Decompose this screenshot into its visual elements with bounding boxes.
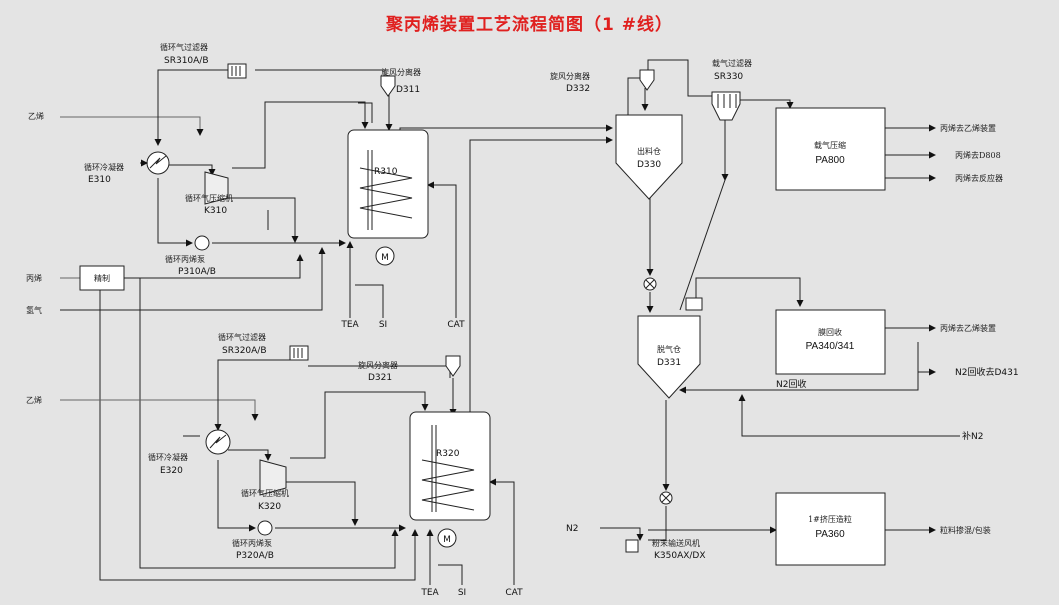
line1-compressor-cn: 循环气压缩机 [185, 193, 233, 203]
sr330-tag: SR330 [714, 72, 743, 82]
diagram-title: 聚丙烯装置工艺流程简图（1 #线） [386, 15, 673, 35]
line1-equipment: M [79, 63, 429, 291]
line2-compressor [259, 459, 287, 496]
line2-cyclone-tag: D321 [368, 373, 392, 383]
line1-cyclone-tag: D311 [396, 85, 420, 95]
right-equipment [615, 69, 886, 566]
line2-si-label: SI [458, 588, 466, 598]
line1-refine-box [79, 265, 125, 291]
line1-tea-label: TEA [340, 320, 359, 330]
svg-text:M: M [381, 253, 389, 263]
k350-tag: K350AX/DX [654, 551, 706, 561]
line2-filter [289, 345, 309, 361]
line1-cyclone [380, 75, 396, 97]
d330-silo [615, 114, 683, 200]
n2-to-d431-label: N2回收去D431 [955, 366, 1019, 378]
right-piping [600, 59, 960, 541]
pa360-cn: 1#挤压造粒 [808, 514, 852, 524]
line2-stirrer-motor [437, 528, 457, 548]
line1-labels: 循环气过滤器 SR310A/B 旋风分离器 D311 循环冷凝器 E310 循环… [26, 42, 465, 330]
line1-filter [227, 63, 247, 79]
line2-compressor-tag: K320 [258, 502, 281, 512]
d332-cn: 旋风分离器 [550, 71, 590, 81]
svg-text:M: M [443, 535, 451, 545]
line1-ethylene-label: 乙烯 [28, 111, 44, 121]
sr330-filter [711, 91, 741, 121]
line2-pump [257, 520, 273, 536]
line2-cooler-cn: 循环冷凝器 [148, 452, 188, 462]
pa340-out: 丙烯去乙烯装置 [940, 323, 996, 333]
pa360-box [775, 492, 886, 566]
line2-filter-tag: SR320A/B [222, 346, 267, 356]
line1-refine-label: 精制 [94, 273, 110, 283]
line1-hydrogen-label: 氢气 [26, 305, 42, 315]
final-out-label: 粒料掺混/包装 [940, 525, 991, 535]
pa340-cn: 膜回收 [818, 327, 842, 337]
line1-filter-tag: SR310A/B [164, 56, 209, 66]
line1-compressor-tag: K310 [204, 206, 227, 216]
line2-equipment: M [205, 345, 491, 548]
d330-tag: D330 [637, 160, 661, 170]
line2-ethylene-label: 乙烯 [26, 395, 42, 405]
line2-reactor-tag: R320 [436, 449, 460, 459]
k350-cn: 粉末输送风机 [652, 538, 700, 548]
pa360-tag: PA360 [815, 529, 845, 540]
pa340-box [775, 309, 886, 375]
line1-pump-tag: P310A/B [178, 267, 216, 277]
right-labels: 旋风分离器 D332 载气过滤器 SR330 出料仓 D330 脱气仓 D331… [550, 58, 1019, 561]
d331-silo [637, 315, 701, 399]
line1-pump-cn: 循环丙烯泵 [165, 254, 205, 264]
line2-reactor [409, 411, 491, 521]
d332-tag: D332 [566, 84, 590, 94]
line1-reactor-tag: R310 [374, 167, 398, 177]
line1-cat-label: CAT [447, 320, 465, 330]
line2-cooler-tag: E320 [160, 466, 183, 476]
line1-pump [194, 235, 210, 251]
pa800-tag: PA800 [815, 155, 845, 166]
d332-cyclone [639, 69, 655, 91]
sr330-cn: 载气过滤器 [712, 58, 752, 68]
line2-pump-tag: P320A/B [236, 551, 274, 561]
n2-inlet-label: N2 [566, 524, 578, 534]
line2-compressor-cn: 循环气压缩机 [241, 488, 289, 498]
line2-labels: 循环气过滤器 SR320A/B 旋风分离器 D321 循环冷凝器 E320 循环… [26, 332, 523, 598]
n2-return-label: N2回收 [776, 378, 806, 390]
d330-cn: 出料仓 [637, 146, 661, 156]
line2-piping [60, 136, 613, 585]
line2-cat-label: CAT [505, 588, 523, 598]
line1-cyclone-cn: 旋风分离器 [381, 67, 421, 77]
line1-filter-cn: 循环气过滤器 [160, 42, 208, 52]
line2-tea-label: TEA [420, 588, 439, 598]
pa800-box [775, 107, 886, 191]
line2-cyclone [445, 355, 461, 377]
k350-blower [625, 539, 639, 553]
d331-cn: 脱气仓 [657, 344, 681, 354]
pa800-cn: 载气压缩 [814, 140, 846, 150]
line1-reactor [347, 129, 429, 239]
pa800-out2: 丙烯去D808 [955, 150, 1001, 160]
line1-cooler-tag: E310 [88, 175, 111, 185]
d331-tag: D331 [657, 358, 681, 368]
pa340-tag: PA340/341 [806, 341, 855, 352]
line1-stirrer-motor [375, 246, 395, 266]
line2-pump-cn: 循环丙烯泵 [232, 538, 272, 548]
n2-makeup-label: 补N2 [962, 430, 983, 442]
line1-si-label: SI [379, 320, 387, 330]
line2-filter-cn: 循环气过滤器 [218, 332, 266, 342]
line1-propylene-label: 丙烯 [26, 273, 42, 283]
line1-piping [60, 69, 613, 581]
d331-vent-filter [685, 297, 703, 311]
line2-cyclone-cn: 旋风分离器 [358, 360, 398, 370]
pa800-out3: 丙烯去反应器 [955, 173, 1003, 183]
pa800-out1: 丙烯去乙烯装置 [940, 123, 996, 133]
line1-compressor [204, 171, 229, 205]
line1-cooler-cn: 循环冷凝器 [84, 162, 124, 172]
